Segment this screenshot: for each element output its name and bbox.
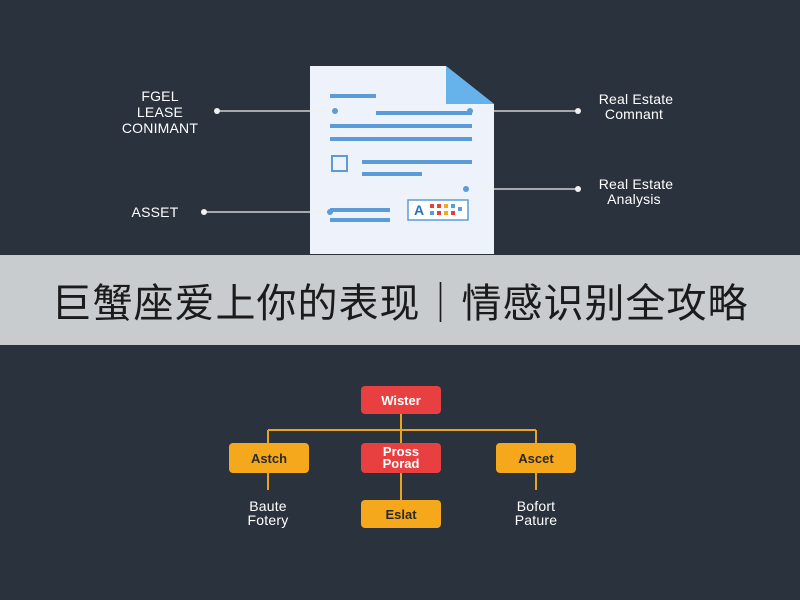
tree-node-child-3: Ascet [496, 443, 576, 473]
document-illustration: A [310, 66, 494, 254]
tree-node-child-3-label: Ascet [518, 451, 554, 466]
doc-line [330, 137, 472, 141]
doc-badge: A [407, 199, 469, 221]
doc-line [362, 172, 422, 176]
tree-node-root-label: Wister [381, 393, 421, 408]
title-banner: 巨蟹座爱上你的表现｜情感识别全攻略 [0, 255, 800, 345]
doc-badge-letter: A [414, 202, 424, 218]
label-asset: ASSET [132, 204, 179, 220]
doc-line [376, 111, 472, 115]
doc-line [330, 94, 376, 98]
left-connectors [201, 108, 338, 215]
tree-node-grandchild-label: Eslat [385, 507, 417, 522]
doc-line [330, 218, 390, 222]
doc-line [330, 124, 472, 128]
label-fgel: FGEL [141, 88, 178, 104]
label-real-estate-comnant-2: Comnant [605, 106, 663, 122]
tree-caption-left-2: Fotery [248, 512, 289, 528]
tree-node-child-1-label: Astch [251, 451, 287, 466]
label-real-estate-analysis-2: Analysis [607, 191, 661, 207]
document-folded-corner [446, 66, 494, 104]
banner-title: 巨蟹座爱上你的表现｜情感识别全攻略 [51, 281, 749, 327]
tree-node-child-1: Astch [229, 443, 309, 473]
doc-line [362, 160, 472, 164]
tree-node-root: Wister [361, 386, 441, 414]
doc-checkbox [331, 155, 348, 172]
tree-caption-left-1: Baute [249, 498, 287, 514]
label-lease: LEASE [137, 104, 183, 120]
tree-node-child-2-label-1: Pross [383, 444, 419, 459]
label-conimant: CONIMANT [122, 120, 199, 136]
doc-line [330, 208, 390, 212]
tree-node-child-2-label-2: Porad [383, 456, 420, 471]
label-real-estate-comnant-1: Real Estate [599, 91, 674, 107]
tree-node-grandchild: Eslat [361, 500, 441, 528]
tree-node-child-2: Pross Porad [361, 443, 441, 473]
right-connectors [463, 108, 581, 192]
tree-diagram: Wister Astch Pross Porad Ascet Eslat [229, 386, 576, 528]
label-real-estate-analysis-1: Real Estate [599, 176, 674, 192]
tree-caption-right-2: Pature [515, 512, 557, 528]
tree-caption-right-1: Bofort [517, 498, 556, 514]
